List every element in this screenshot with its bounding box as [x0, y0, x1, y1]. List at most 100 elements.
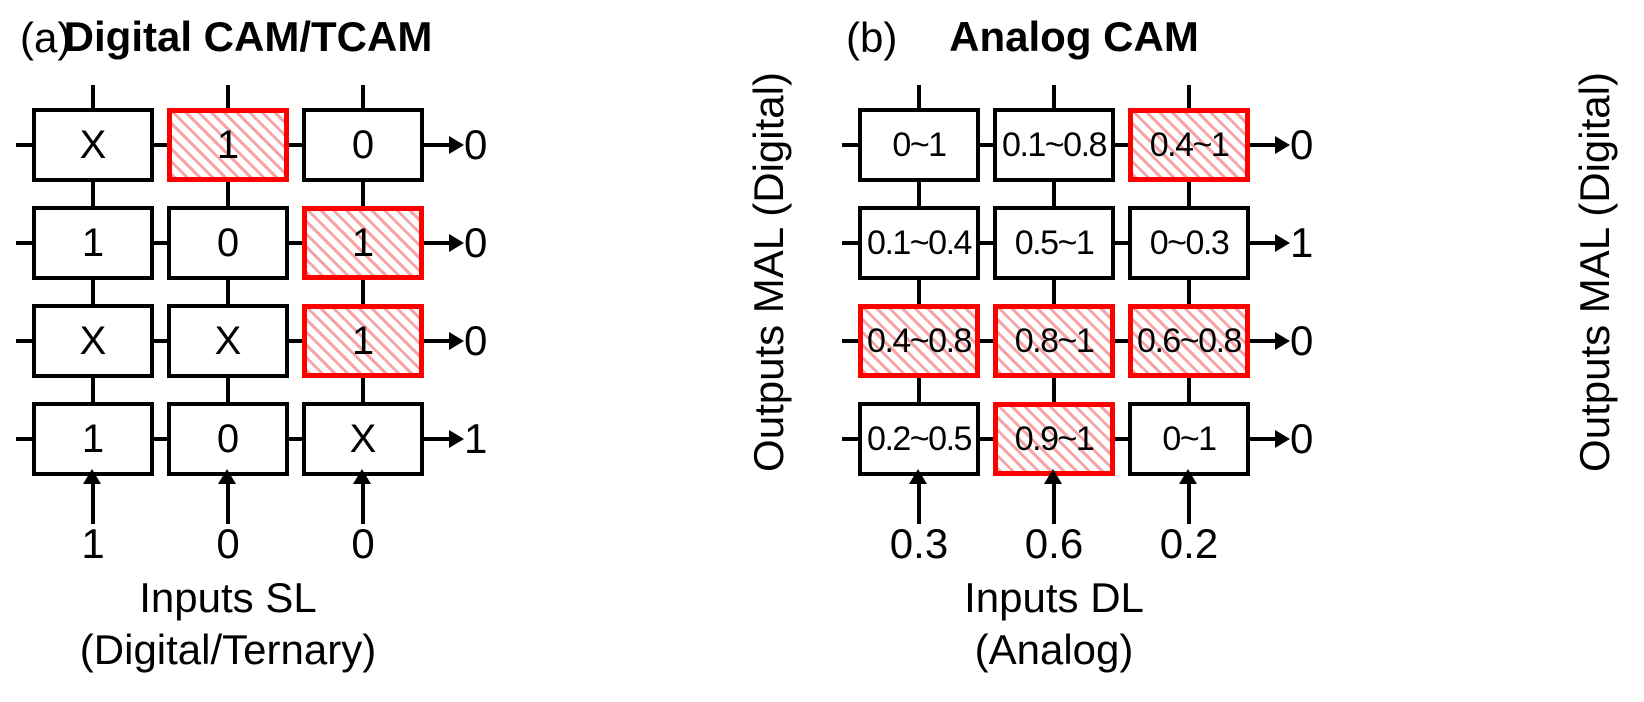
- input-arrow-icon: [1044, 469, 1062, 524]
- output-arrow-icon: [1250, 136, 1290, 154]
- cell-value: 0.2~0.5: [867, 419, 972, 458]
- wire-horizontal: [154, 241, 167, 245]
- cell-value: 1: [81, 416, 105, 461]
- wire-vertical: [91, 182, 95, 206]
- cell-value: 0.8~1: [1014, 321, 1095, 360]
- wire-vertical: [361, 378, 365, 402]
- cell-value: 1: [351, 220, 375, 265]
- wire-horizontal: [154, 143, 167, 147]
- output-value: 0: [464, 121, 488, 168]
- wire-column-stub: [91, 85, 95, 108]
- wire-vertical: [361, 182, 365, 206]
- cell-b-2-2: 0.6~0.8: [1128, 304, 1250, 378]
- wire-row-stub: [16, 241, 32, 245]
- cell-a-2-2: 1: [302, 304, 424, 378]
- wire-vertical: [917, 378, 921, 402]
- cell-a-0-0: X: [32, 108, 154, 182]
- input-axis-label-line2: (Analog): [974, 626, 1134, 673]
- panel-analog-cam: (b) Analog CAM 0~1 0.1~0.8 0.4~1 0 0.1~0…: [838, 0, 1644, 702]
- wire-vertical: [91, 280, 95, 304]
- cell-a-0-1: 1: [167, 108, 289, 182]
- wire-vertical: [226, 182, 230, 206]
- cell-value: 1: [351, 318, 375, 363]
- cell-value: 0: [351, 122, 375, 167]
- wire-horizontal: [154, 437, 167, 441]
- wire-column-stub: [1187, 85, 1191, 108]
- cam-row: X 1 0 0: [12, 108, 818, 182]
- output-axis-label: Outputs MAL (Digital): [1571, 72, 1618, 472]
- cell-b-1-0: 0.1~0.4: [858, 206, 980, 280]
- cell-value: X: [79, 318, 107, 363]
- wire-horizontal: [289, 437, 302, 441]
- cell-value: 0: [216, 220, 240, 265]
- wire-horizontal: [980, 437, 993, 441]
- panel-digital-cam: (a) Digital CAM/TCAM X 1 0 0 1: [12, 0, 818, 702]
- wire-column-stub: [361, 85, 365, 108]
- input-arrow-icon: [909, 469, 927, 524]
- panel-title-b: Analog CAM: [949, 13, 1199, 60]
- cell-b-3-0: 0.2~0.5: [858, 402, 980, 476]
- wire-horizontal: [154, 339, 167, 343]
- wire-horizontal: [1115, 241, 1128, 245]
- cell-b-3-2: 0~1: [1128, 402, 1250, 476]
- input-arrow-icon: [1179, 469, 1197, 524]
- cell-value: X: [349, 416, 377, 461]
- output-axis-label: Outputs MAL (Digital): [745, 72, 792, 472]
- cell-b-0-2: 0.4~1: [1128, 108, 1250, 182]
- cell-value: 1: [81, 220, 105, 265]
- cell-a-2-1: X: [167, 304, 289, 378]
- wire-vertical: [1052, 378, 1056, 402]
- cell-value: 0.4~0.8: [867, 321, 972, 360]
- wire-horizontal: [1115, 437, 1128, 441]
- input-arrow-icon: [83, 469, 101, 524]
- cell-b-1-1: 0.5~1: [993, 206, 1115, 280]
- cell-a-3-0: 1: [32, 402, 154, 476]
- cam-row: 1 0 X 1: [12, 402, 818, 476]
- wire-vertical: [1187, 378, 1191, 402]
- panel-tag-a: (a): [20, 14, 72, 61]
- wire-row-stub: [16, 143, 32, 147]
- input-value: 1: [81, 520, 105, 567]
- cell-value: 1: [216, 122, 240, 167]
- output-arrow-icon: [424, 430, 464, 448]
- input-arrow-icon: [218, 469, 236, 524]
- wire-column-stub: [1052, 85, 1056, 108]
- wire-vertical: [226, 280, 230, 304]
- wire-vertical: [361, 280, 365, 304]
- input-value: 0: [351, 520, 375, 567]
- cell-a-3-2: X: [302, 402, 424, 476]
- cam-row: X X 1 0: [12, 304, 818, 378]
- output-arrow-icon: [1250, 430, 1290, 448]
- cell-a-1-0: 1: [32, 206, 154, 280]
- input-value: 0.2: [1159, 520, 1219, 567]
- cell-value: 0.4~1: [1149, 125, 1230, 164]
- output-arrow-icon: [424, 234, 464, 252]
- cell-value: 0.1~0.4: [867, 223, 972, 262]
- wire-vertical: [917, 280, 921, 304]
- wire-column-stub: [226, 85, 230, 108]
- output-arrow-icon: [424, 136, 464, 154]
- input-value: 0: [216, 520, 240, 567]
- output-value: 1: [1290, 219, 1314, 266]
- cell-a-2-0: X: [32, 304, 154, 378]
- cam-row: 0.1~0.4 0.5~1 0~0.3 1: [838, 206, 1644, 280]
- panel-title-a: Digital CAM/TCAM: [63, 13, 433, 60]
- wire-horizontal: [980, 143, 993, 147]
- wire-vertical: [91, 378, 95, 402]
- cell-b-1-2: 0~0.3: [1128, 206, 1250, 280]
- wire-vertical: [226, 378, 230, 402]
- wire-vertical: [917, 182, 921, 206]
- cell-b-2-0: 0.4~0.8: [858, 304, 980, 378]
- cell-value: 0.1~0.8: [1002, 125, 1107, 164]
- cam-row: 0.2~0.5 0.9~1 0~1 0: [838, 402, 1644, 476]
- cell-b-0-0: 0~1: [858, 108, 980, 182]
- wire-vertical: [1052, 280, 1056, 304]
- cell-value: 0.9~1: [1014, 419, 1095, 458]
- output-value: 0: [464, 219, 488, 266]
- wire-horizontal: [289, 339, 302, 343]
- cam-row: 0.4~0.8 0.8~1 0.6~0.8 0: [838, 304, 1644, 378]
- wire-horizontal: [289, 143, 302, 147]
- cell-a-1-2: 1: [302, 206, 424, 280]
- wire-row-stub: [16, 437, 32, 441]
- cell-value: 0~1: [892, 125, 947, 164]
